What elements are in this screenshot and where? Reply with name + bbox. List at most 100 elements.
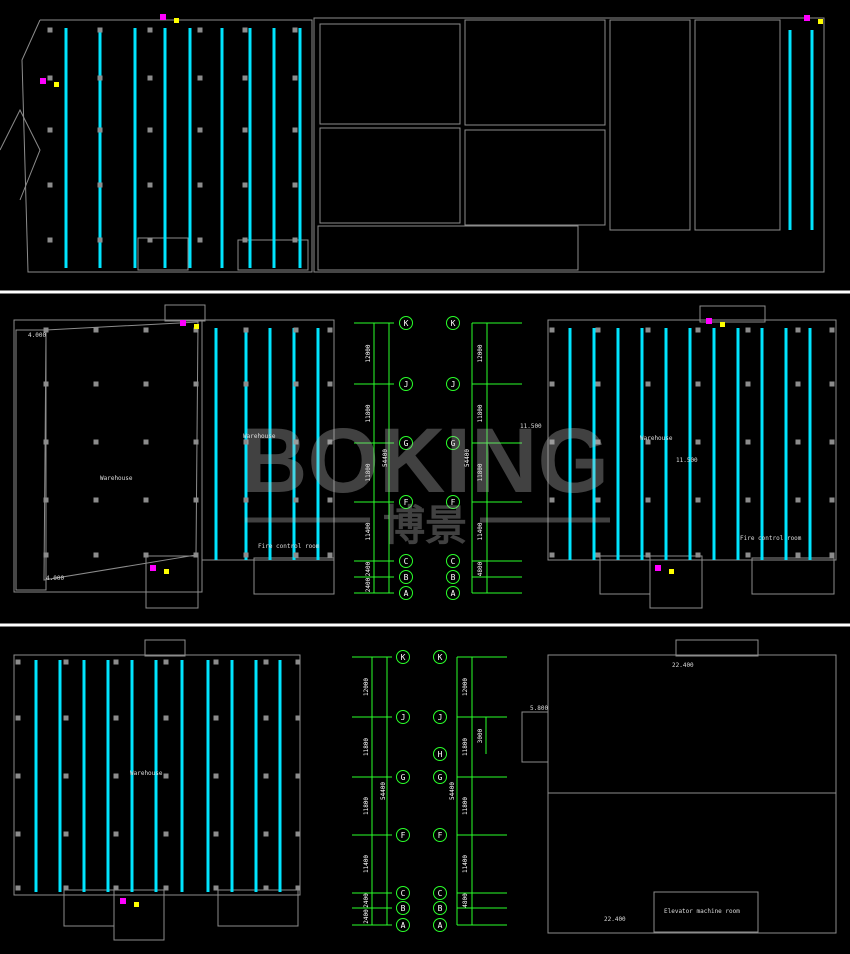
column [47,182,53,188]
column [795,552,801,558]
column [295,715,301,721]
grid-axis-label: C [401,889,406,898]
equipment-marker [818,19,823,24]
column [695,552,701,558]
elevation-label: 11.500 [676,457,698,464]
grid-axis-label: G [451,439,456,448]
column [193,327,199,333]
grid-axis-label: A [438,921,443,930]
equipment-marker [164,569,169,574]
dimension-text: 12000 [365,344,372,362]
light-strip [268,328,272,560]
light-strip [254,660,258,892]
column [143,327,149,333]
column [645,497,651,503]
grid-axis-bubble [396,710,410,724]
room-label: Warehouse [100,475,133,482]
column [645,552,651,558]
roof-plan [521,639,837,934]
column [163,715,169,721]
light-strip [133,28,137,268]
column [242,27,248,33]
column [549,497,555,503]
column [143,439,149,445]
column [745,552,751,558]
column [63,885,69,891]
dimension-text: 11400 [365,522,372,540]
grid-axis-label: J [451,380,456,389]
column [549,439,555,445]
column [292,127,298,133]
light-strip [154,660,158,892]
column [293,552,299,558]
column [745,327,751,333]
watermark-brand: BOKING [241,410,609,512]
light-strip [248,28,252,268]
light-strip [736,328,740,560]
column [242,75,248,81]
column [745,497,751,503]
column [292,27,298,33]
light-strip [592,328,596,560]
light-strip [230,660,234,892]
grid-axis-bubble [446,495,460,509]
watermark-logo: BOKING 博景 [241,410,610,549]
column [43,327,49,333]
grid-axis-bubble [446,554,460,568]
column [213,773,219,779]
dimension-text: 11400 [462,855,469,873]
column [113,659,119,665]
equipment-marker [706,318,712,324]
light-strip [214,328,218,560]
room-label: Warehouse [243,433,276,440]
light-strip [298,28,302,268]
column [63,773,69,779]
equipment-marker [150,565,156,571]
grid-axis-label: B [404,573,409,582]
column [295,659,301,665]
column [63,659,69,665]
column [15,885,21,891]
column [242,127,248,133]
room-label: Fire control room [740,535,802,542]
dimension-text: 11800 [462,738,469,756]
column [263,831,269,837]
grid-axis-bubble [396,901,410,915]
grid-axis-label: B [401,904,406,913]
light-strip [784,328,788,560]
column [263,715,269,721]
light-strip [82,660,86,892]
elevation-label: 22.400 [604,916,626,923]
light-strip [760,328,764,560]
column [213,885,219,891]
column [327,439,333,445]
light-strip [712,328,716,560]
dimension-text: 4800 [477,561,484,576]
grid-axis-bubble [399,436,413,450]
elevation-label: 11.500 [520,423,542,430]
site-plan-panel [0,17,825,273]
light-strip [34,660,38,892]
column [295,831,301,837]
column [293,381,299,387]
column [197,75,203,81]
grid-axis-label: J [404,380,409,389]
column [213,715,219,721]
column [293,327,299,333]
light-strip [640,328,644,560]
column [93,439,99,445]
grid-axis-label: K [438,653,443,662]
column [93,552,99,558]
column [47,27,53,33]
grid-axis-bubble [399,377,413,391]
dimension-text: 2400 [363,893,370,908]
watermark-cn: 博景 [383,502,467,549]
light-strip [688,328,692,560]
column [63,715,69,721]
equipment-marker [194,324,199,329]
light-strip [664,328,668,560]
dimension-text: 11800 [365,404,372,422]
column [645,439,651,445]
column [292,75,298,81]
total-dimension-text: 54400 [380,782,387,800]
